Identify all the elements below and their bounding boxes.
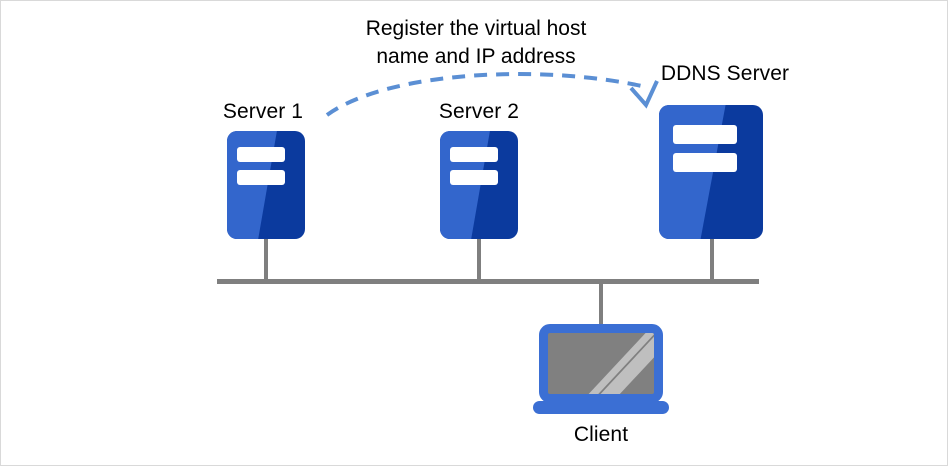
server-2-network-drop [477,239,481,283]
client-network-drop [599,284,603,326]
register-annotation-text: Register the virtual host name and IP ad… [365,17,587,68]
server-2-icon-bar-bottom [450,169,499,185]
client-label: Client [573,423,629,446]
server-2-label: Server 2 [438,100,520,123]
server-1-icon-bar-top [237,147,286,163]
ddns-server-icon [659,105,763,239]
ddns-server-network-drop [710,239,714,283]
client-monitor-icon [539,324,663,403]
server-2-icon [440,131,518,239]
ddns-server-icon-bar-bottom [672,153,737,172]
server-1-network-drop [264,239,268,283]
ddns-server-icon-bar-top [672,125,737,144]
server-1-icon-bar-bottom [237,169,286,185]
network-bus-line [217,279,759,284]
server-2-icon-bar-top [450,147,499,163]
server-1-label: Server 1 [222,100,304,123]
ddns-server-label: DDNS Server [660,62,790,85]
server-1-icon [227,131,305,239]
client-base-icon [533,401,669,414]
